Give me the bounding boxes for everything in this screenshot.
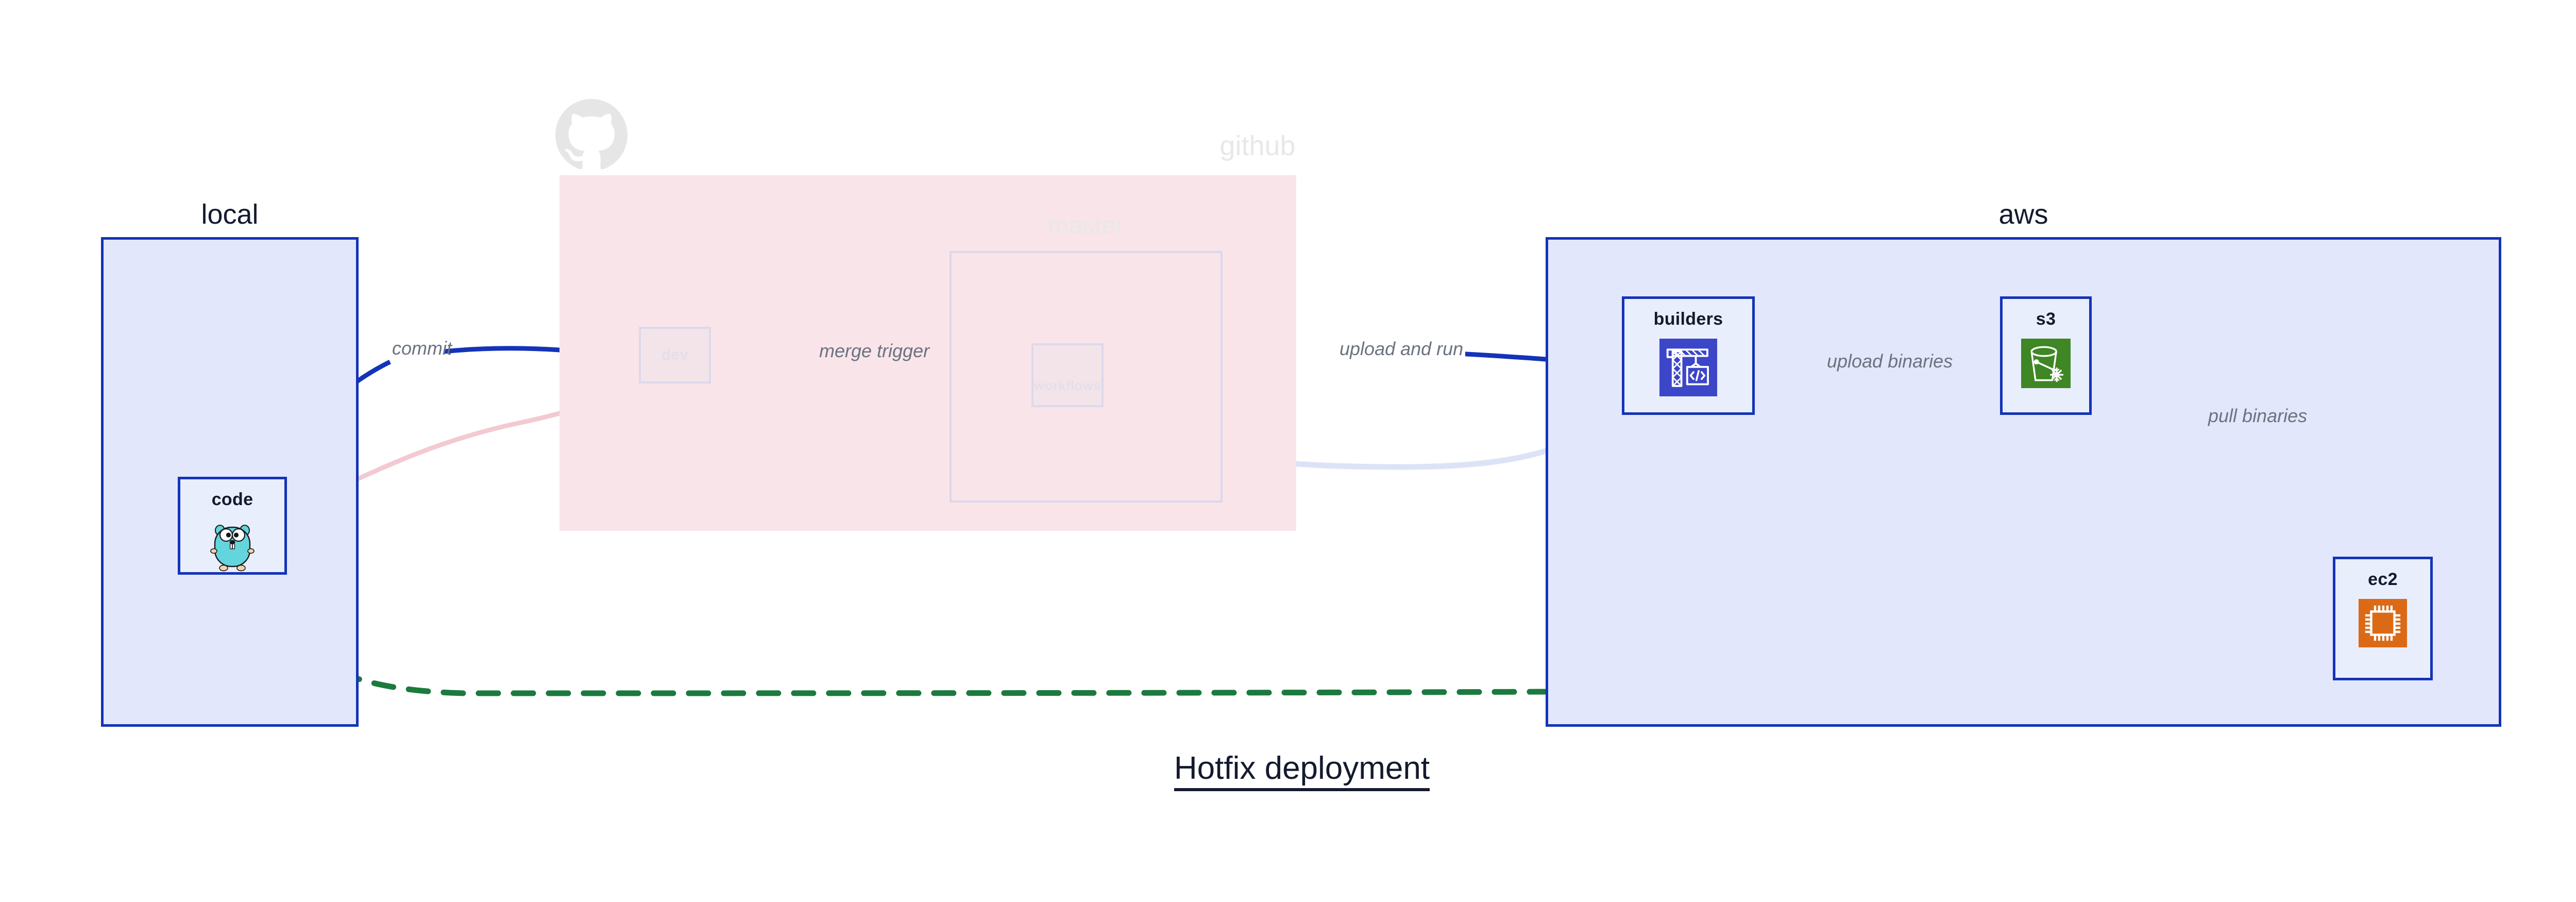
edge-label-merge-trigger: merge trigger xyxy=(817,340,932,362)
node-workflows-label: workflows xyxy=(1034,378,1101,393)
node-code-label: code xyxy=(211,490,253,509)
cpu-chip-icon xyxy=(2359,599,2407,650)
edge-label-commit: commit xyxy=(392,338,452,359)
crane-code-icon xyxy=(1659,339,1717,399)
node-ec2[interactable]: ec2 xyxy=(2333,557,2433,680)
go-gopher-icon xyxy=(207,519,258,575)
diagram-title: Hotfix deployment xyxy=(0,750,2576,791)
node-code[interactable]: code xyxy=(178,477,287,575)
node-builders-label: builders xyxy=(1653,309,1723,329)
node-builders[interactable]: builders xyxy=(1622,296,1755,415)
node-s3-label: s3 xyxy=(2036,309,2056,329)
edge-label-pull-binaries: pull binaries xyxy=(2206,405,2310,427)
group-label-master: master xyxy=(1048,212,1124,239)
group-label-local: local xyxy=(201,199,259,230)
edge-label-upload-and-run: upload and run xyxy=(1337,338,1466,360)
github-octocat-icon xyxy=(555,99,628,171)
edge-label-upload-binaries: upload binaries xyxy=(1825,350,1955,372)
node-workflows[interactable]: workflows xyxy=(1031,343,1104,407)
diagram-title-text: Hotfix deployment xyxy=(1174,750,1430,791)
node-ec2-label: ec2 xyxy=(2368,570,2398,589)
group-label-github: github xyxy=(1219,130,1296,161)
group-box-master xyxy=(950,251,1223,503)
s3-bucket-icon xyxy=(2021,339,2071,391)
node-s3[interactable]: s3 xyxy=(2000,296,2092,415)
node-dev[interactable]: dev xyxy=(639,327,711,383)
group-label-aws: aws xyxy=(1998,199,2048,230)
node-dev-label: dev xyxy=(661,346,689,363)
